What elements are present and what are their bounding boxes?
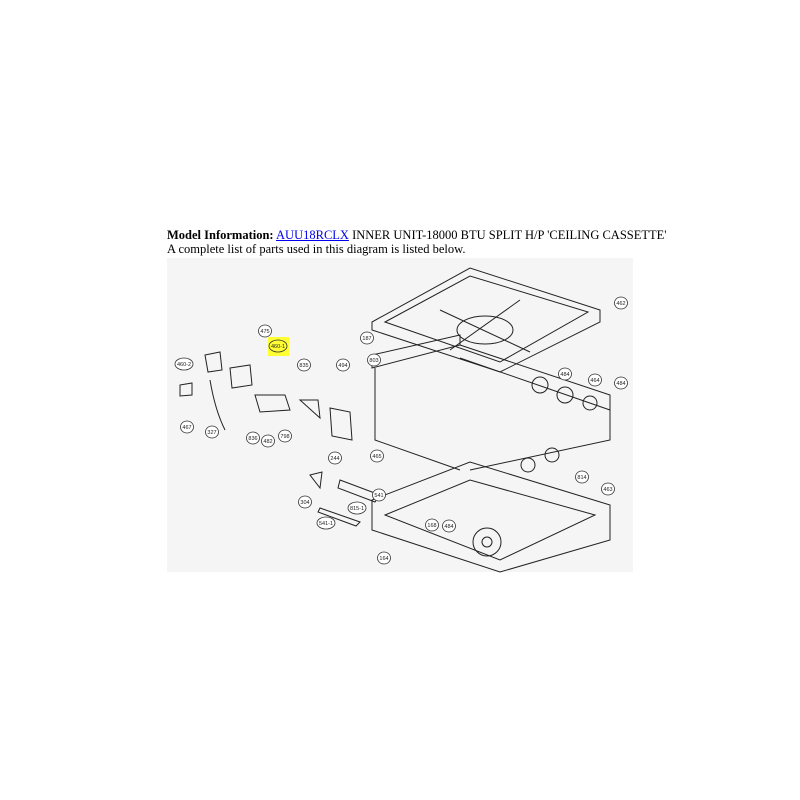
callout-circle	[372, 488, 386, 502]
callout-798[interactable]: 798	[278, 429, 292, 443]
callout-835[interactable]: 835	[297, 358, 311, 372]
callout-circle	[614, 296, 628, 310]
callout-label: 463	[603, 487, 612, 493]
callout-circle	[442, 519, 456, 533]
callout-label: 462	[616, 301, 625, 307]
callout-circle	[258, 324, 272, 338]
model-information: Model Information: AUU18RCLX INNER UNIT-…	[167, 228, 667, 256]
callout-label: 814	[577, 475, 586, 481]
callout-475[interactable]: 475	[258, 324, 272, 338]
callout-circle	[278, 429, 292, 443]
cassette-drawing	[179, 267, 611, 573]
callout-484[interactable]: 484	[558, 367, 572, 381]
callout-label: 798	[280, 434, 289, 440]
callout-815-1[interactable]: 815-1	[347, 501, 367, 515]
callout-460-2[interactable]: 460-2	[174, 357, 194, 371]
callout-187[interactable]: 187	[360, 331, 374, 345]
callout-circle	[558, 367, 572, 381]
callout-circle	[575, 470, 589, 484]
callout-label: 187	[362, 336, 371, 342]
callout-label: 836	[248, 436, 257, 442]
callout-circle	[298, 495, 312, 509]
callout-circle	[336, 358, 350, 372]
callout-circle	[180, 420, 194, 434]
callout-244[interactable]: 244	[328, 451, 342, 465]
callout-label: 484	[616, 381, 625, 387]
callout-482[interactable]: 482	[261, 434, 275, 448]
callout-label: 541	[374, 493, 383, 499]
callout-circle	[377, 551, 391, 565]
callout-541-1[interactable]: 541-1	[316, 516, 336, 530]
callout-168[interactable]: 168	[425, 518, 439, 532]
callout-327[interactable]: 327	[205, 425, 219, 439]
callout-484[interactable]: 484	[614, 376, 628, 390]
callout-462[interactable]: 462	[614, 296, 628, 310]
callout-label: 168	[427, 523, 436, 529]
callout-484[interactable]: 484	[442, 519, 456, 533]
callout-circle	[360, 331, 374, 345]
callout-label: 464	[590, 378, 599, 384]
callout-circle	[367, 353, 381, 367]
callout-label: 465	[372, 454, 381, 460]
callout-label: 460-1	[271, 344, 285, 350]
callout-464[interactable]: 464	[588, 373, 602, 387]
model-link[interactable]: AUU18RCLX	[276, 228, 349, 242]
callout-circle	[268, 339, 288, 353]
callout-circle	[425, 518, 439, 532]
callout-836[interactable]: 836	[246, 431, 260, 445]
callout-label: 494	[338, 363, 347, 369]
callout-label: 815-1	[350, 506, 364, 512]
callout-layer: 475 460-1 460-2 835 467 327 836 482 798 494 803 187…	[174, 296, 628, 565]
callout-circle	[588, 373, 602, 387]
model-description: INNER UNIT-18000 BTU SPLIT H/P 'CEILING …	[352, 228, 667, 242]
callout-label: 803	[369, 358, 378, 364]
callout-463[interactable]: 463	[601, 482, 615, 496]
callout-circle	[370, 449, 384, 463]
callout-494[interactable]: 494	[336, 358, 350, 372]
callout-467[interactable]: 467	[180, 420, 194, 434]
callout-circle	[601, 482, 615, 496]
callout-label: 484	[444, 524, 453, 530]
callout-circle	[347, 501, 367, 515]
callout-circle	[614, 376, 628, 390]
callout-circle	[328, 451, 342, 465]
callout-circle	[174, 357, 194, 371]
callout-label: 482	[263, 439, 272, 445]
callout-label: 460-2	[177, 362, 191, 368]
callout-803[interactable]: 803	[367, 353, 381, 367]
model-info-line: Model Information: AUU18RCLX INNER UNIT-…	[167, 228, 667, 242]
callout-label: 164	[379, 556, 388, 562]
callout-label: 484	[560, 372, 569, 378]
callout-circle	[297, 358, 311, 372]
callout-label: 475	[260, 329, 269, 335]
callout-814[interactable]: 814	[575, 470, 589, 484]
callout-circle	[261, 434, 275, 448]
callout-label: 244	[330, 456, 339, 462]
callout-460-1[interactable]: 460-1	[268, 337, 289, 356]
parts-list-note: A complete list of parts used in this di…	[167, 242, 466, 256]
callout-circle	[246, 431, 260, 445]
callout-541[interactable]: 541	[372, 488, 386, 502]
callout-circle	[205, 425, 219, 439]
callout-label: 304	[300, 500, 309, 506]
callout-304[interactable]: 304	[298, 495, 312, 509]
diagram-background	[167, 258, 633, 572]
callout-label: 835	[299, 363, 308, 369]
callout-circle	[316, 516, 336, 530]
callout-164[interactable]: 164	[377, 551, 391, 565]
callout-465[interactable]: 465	[370, 449, 384, 463]
callout-label: 467	[182, 425, 191, 431]
callout-label: 327	[207, 430, 216, 436]
callout-label: 541-1	[319, 521, 333, 527]
model-info-label: Model Information:	[167, 228, 274, 242]
